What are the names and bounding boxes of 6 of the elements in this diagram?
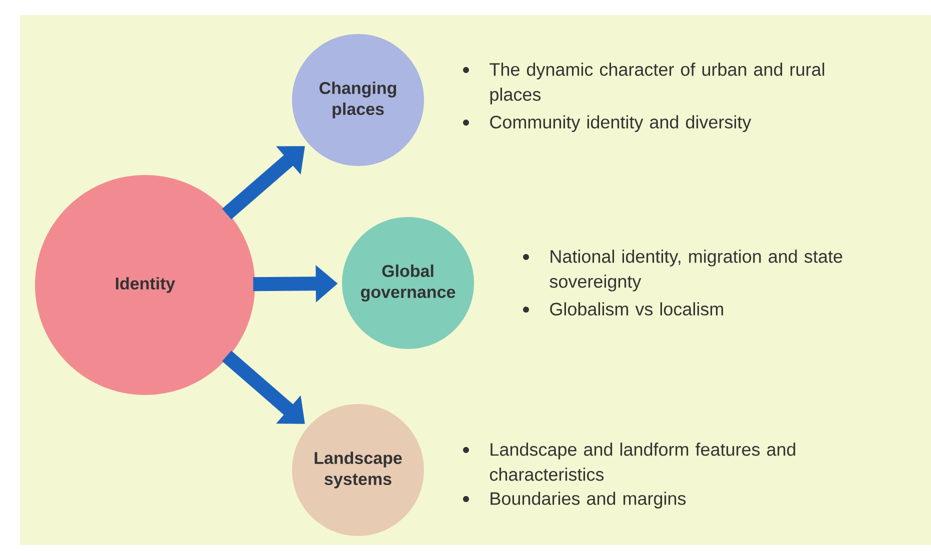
bullet-item: The dynamic character of urban and rural places — [490, 62, 824, 104]
bullet-item: Community identity and diversity — [490, 115, 752, 132]
bullet-item: Boundaries and margins — [490, 492, 686, 508]
bullet-item: National identity, migration and state sovereignty — [550, 250, 842, 292]
bullet-item: Landscape and landform features and characteristics — [490, 442, 796, 481]
bullet-item: Globalism vs localism — [550, 302, 724, 316]
